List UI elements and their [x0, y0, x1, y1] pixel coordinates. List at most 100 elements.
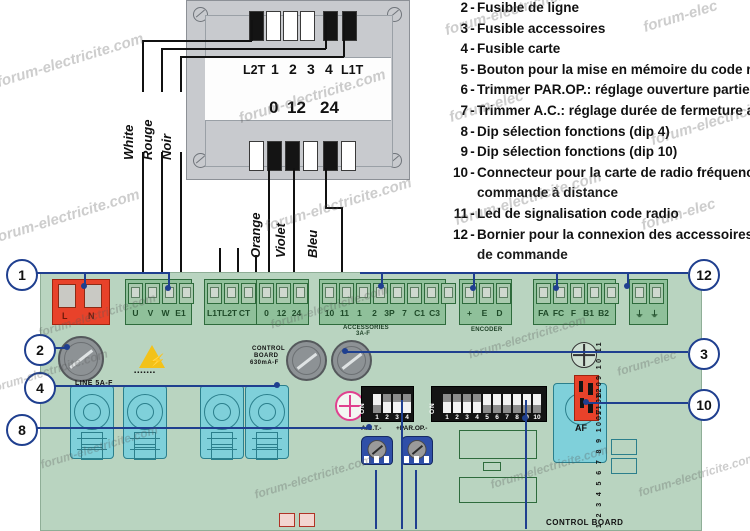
- dip4-switch-2[interactable]: [383, 394, 391, 413]
- transformer-voltage-24: 24: [320, 98, 339, 117]
- lead-dip10: [401, 400, 403, 529]
- terminal-cells[interactable]: [632, 283, 664, 304]
- legend-item-7: 7 - Trimmer A.C.: réglage durée de ferme…: [446, 101, 750, 122]
- terminal-labels: ⏚ ⏚: [632, 308, 662, 320]
- callout-8[interactable]: 8: [6, 414, 38, 446]
- legend-text: Trimmer PAR.OP.: réglage ouverture parti…: [477, 82, 750, 98]
- dip10-switch-9[interactable]: [523, 394, 531, 413]
- component-red: [299, 513, 315, 527]
- trimmer-act[interactable]: [361, 436, 393, 465]
- dip-switch-10[interactable]: ON 1 2 3 4 5 6 7 8 9 10: [429, 386, 547, 422]
- terminal-labels: L1T L2T CT: [207, 308, 252, 318]
- terminal-cells[interactable]: [462, 283, 511, 304]
- terminal-label-u: U: [132, 308, 139, 318]
- terminal-block-motor[interactable]: U V W E1: [125, 279, 194, 325]
- dip10-switch-3[interactable]: [463, 394, 471, 413]
- terminal-labels: U V W E1: [128, 308, 188, 318]
- terminal-cells[interactable]: [207, 283, 256, 304]
- dip10-switch-10[interactable]: [533, 394, 541, 413]
- legend-text: Led de signalisation code radio: [477, 205, 679, 221]
- fuse-control-board[interactable]: [286, 340, 327, 381]
- terminal-label-e: E: [481, 308, 488, 318]
- terminal-cell[interactable]: [58, 284, 76, 308]
- terminal-block-voltage[interactable]: 0 12 24: [256, 279, 309, 325]
- mounting-hole-icon: [571, 342, 597, 368]
- dip4-switch-4[interactable]: [403, 394, 411, 413]
- legend-text: Bouton pour la mise en mémoire du code r…: [477, 61, 750, 77]
- af-caption: AF: [575, 423, 587, 433]
- terminal-block-accessories[interactable]: 10 11 1 2 3P 7 C1 C3: [319, 279, 456, 325]
- lead-dot-12a: [378, 283, 384, 289]
- callout-10[interactable]: 10: [688, 389, 720, 421]
- terminal-block-ground[interactable]: ⏚ ⏚: [629, 279, 668, 325]
- callout-4[interactable]: 4: [24, 372, 56, 404]
- component-red: [279, 513, 295, 527]
- legend-number: 4: [460, 41, 468, 57]
- callout-3[interactable]: 3: [688, 338, 720, 370]
- dip10-switch-7[interactable]: [503, 394, 511, 413]
- lead-10: [586, 402, 688, 404]
- wire-label-violet: Violet: [273, 223, 288, 258]
- terminal-label-ground-2: ⏚: [650, 309, 659, 319]
- transformer-label-band: [205, 57, 391, 121]
- callout-1[interactable]: 1: [6, 259, 38, 291]
- encoder-caption: ENCODER: [471, 327, 503, 333]
- legend-number: 10: [452, 164, 468, 180]
- ic-chip: [459, 430, 537, 459]
- terminal-labels: 0 12 24: [259, 308, 304, 318]
- dip4-switch-3[interactable]: [393, 394, 401, 413]
- terminal-label-d: D: [496, 308, 503, 318]
- terminal-cell: [207, 283, 222, 304]
- wire-white-down: [251, 20, 253, 41]
- dip10-switch-6[interactable]: [493, 394, 501, 413]
- callout-2[interactable]: 2: [24, 334, 56, 366]
- accessories-caption-line2: 3A-F: [356, 331, 371, 337]
- fuse-accessories[interactable]: [331, 340, 372, 381]
- terminal-block-limit[interactable]: FA FC F B1 B2: [533, 279, 619, 325]
- legend-item-6: 6 - Trimmer PAR.OP.: réglage ouverture p…: [446, 80, 750, 101]
- fuse-line[interactable]: [58, 336, 104, 382]
- lead-dot-1: [81, 283, 87, 289]
- terminal-block-power[interactable]: L N: [52, 279, 110, 325]
- dip10-switch-1[interactable]: [443, 394, 451, 413]
- af-radio-connector[interactable]: [574, 375, 599, 421]
- dip10-switch-5[interactable]: [483, 394, 491, 413]
- terminal-cell: [179, 283, 194, 304]
- lead-dot-8: [366, 424, 372, 430]
- legend-text: Fusible de ligne: [477, 0, 580, 15]
- lead-dot-12c: [553, 285, 559, 291]
- legend-text: Fusible accessoires: [477, 20, 606, 36]
- radio-led-button[interactable]: [335, 391, 365, 421]
- dip10-switch-4[interactable]: [473, 394, 481, 413]
- dip-switch-4[interactable]: ON 1 2 3 4: [359, 386, 414, 422]
- trimmer-parop[interactable]: [401, 436, 433, 465]
- terminal-cell: [293, 283, 308, 304]
- dip10-num-1: 1: [445, 414, 449, 421]
- fuse-line-caption: LINE 5A-F: [75, 380, 113, 387]
- terminal-label-c1: C1: [414, 308, 425, 318]
- terminal-cells[interactable]: [536, 283, 619, 304]
- dip10-switch-8[interactable]: [513, 394, 521, 413]
- terminal-cells[interactable]: [259, 283, 308, 304]
- dip4-switch-1[interactable]: [373, 394, 381, 413]
- terminal-label-10: 10: [324, 308, 335, 318]
- callout-12[interactable]: 12: [688, 259, 720, 291]
- dip10-switch-2[interactable]: [453, 394, 461, 413]
- terminal-cell: [632, 283, 647, 304]
- terminal-block-lamp[interactable]: L1T L2T CT: [204, 279, 257, 325]
- transformer-pin-b6: [341, 141, 356, 171]
- lead-dot-4: [274, 382, 280, 388]
- transformer-module: L2T 1 2 3 4 L1T 0 12 24: [186, 0, 410, 180]
- terminal-label-v: V: [147, 308, 154, 318]
- terminal-label-2: 2: [372, 308, 377, 318]
- dip10-num-6: 6: [495, 414, 499, 421]
- terminal-label-fc: FC: [552, 308, 565, 318]
- relay: [245, 385, 289, 460]
- terminal-labels: 10 11 1 2 3P 7 C1 C3: [322, 308, 442, 318]
- terminal-block-encoder[interactable]: + E D: [459, 279, 512, 325]
- terminal-cell[interactable]: [84, 284, 102, 308]
- terminal-cells[interactable]: [128, 283, 194, 304]
- terminal-cell: [441, 283, 456, 304]
- terminal-cell: [339, 283, 354, 304]
- terminal-cells[interactable]: [322, 283, 456, 304]
